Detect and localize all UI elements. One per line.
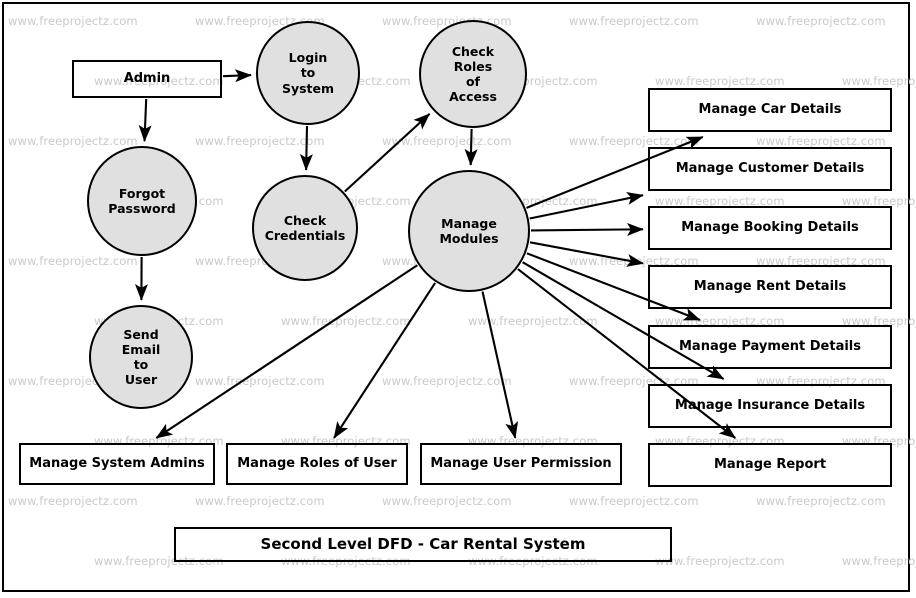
process-check-roles-of-access[interactable]: Check Roles of Access	[419, 20, 527, 128]
flow-arrow-manage_modules-to-manage_customer_details	[529, 192, 644, 220]
flow-arrow-admin-to-login	[222, 69, 252, 83]
process-send-email-to-user[interactable]: Send Email to User	[89, 305, 193, 409]
flow-arrow-manage_modules-to-manage_user_permission	[481, 291, 519, 439]
entity-manage-payment-details-label: Manage Payment Details	[678, 339, 861, 355]
entity-manage-car-details[interactable]: Manage Car Details	[648, 88, 892, 132]
flow-arrow-manage_modules-to-manage_rent_details	[529, 241, 644, 267]
entity-manage-booking-details-label: Manage Booking Details	[681, 220, 859, 236]
process-login-to-system-label: Login to System	[281, 50, 335, 96]
entity-admin[interactable]: Admin	[72, 60, 222, 98]
entity-manage-user-permission[interactable]: Manage User Permission	[420, 443, 622, 485]
diagram-title-label: Second Level DFD - Car Rental System	[260, 535, 586, 554]
process-check-roles-of-access-label: Check Roles of Access	[449, 43, 497, 105]
entity-manage-car-details-label: Manage Car Details	[698, 102, 842, 118]
flow-arrow-admin-to-forgot_password	[138, 98, 152, 142]
process-forgot-password[interactable]: Forgot Password	[87, 146, 197, 256]
flow-arrow-login-to-check_credentials	[299, 125, 313, 171]
entity-admin-label: Admin	[123, 71, 171, 87]
entity-manage-booking-details[interactable]: Manage Booking Details	[648, 206, 892, 250]
entity-manage-payment-details[interactable]: Manage Payment Details	[648, 325, 892, 369]
entity-manage-customer-details[interactable]: Manage Customer Details	[648, 147, 892, 191]
flow-arrow-check_roles-to-manage_modules	[464, 128, 478, 166]
entity-manage-user-permission-label: Manage User Permission	[430, 456, 612, 472]
entity-manage-roles-of-user-label: Manage Roles of User	[237, 456, 397, 472]
process-manage-modules[interactable]: Manage Modules	[408, 170, 530, 292]
entity-manage-report[interactable]: Manage Report	[648, 443, 892, 487]
flow-arrow-manage_modules-to-manage_system_admins	[155, 264, 418, 439]
entity-manage-rent-details[interactable]: Manage Rent Details	[648, 265, 892, 309]
entity-manage-rent-details-label: Manage Rent Details	[693, 279, 847, 295]
diagram-outer-border	[2, 2, 910, 592]
process-check-credentials-label: Check Credentials	[264, 212, 346, 243]
entity-manage-insurance-details[interactable]: Manage Insurance Details	[648, 384, 892, 428]
entity-manage-system-admins-label: Manage System Admins	[29, 456, 205, 472]
entity-manage-report-label: Manage Report	[713, 457, 827, 473]
flow-arrow-manage_modules-to-manage_booking_details	[530, 222, 644, 236]
entity-manage-roles-of-user[interactable]: Manage Roles of User	[226, 443, 408, 485]
entity-manage-system-admins[interactable]: Manage System Admins	[19, 443, 215, 485]
process-login-to-system[interactable]: Login to System	[256, 21, 360, 125]
process-check-credentials[interactable]: Check Credentials	[252, 175, 358, 281]
entity-manage-customer-details-label: Manage Customer Details	[675, 161, 865, 177]
flow-arrow-manage_modules-to-manage_report	[517, 268, 736, 439]
process-manage-modules-label: Manage Modules	[439, 215, 499, 246]
flow-arrow-manage_modules-to-manage_roles_of_user	[333, 282, 436, 439]
process-forgot-password-label: Forgot Password	[108, 185, 176, 216]
entity-manage-insurance-details-label: Manage Insurance Details	[674, 398, 866, 414]
flow-arrow-manage_modules-to-manage_insurance_details	[522, 261, 725, 380]
diagram-title-box: Second Level DFD - Car Rental System	[174, 527, 672, 562]
flow-arrow-check_credentials-to-check_roles	[344, 113, 431, 193]
process-send-email-to-user-label: Send Email to User	[121, 326, 161, 388]
